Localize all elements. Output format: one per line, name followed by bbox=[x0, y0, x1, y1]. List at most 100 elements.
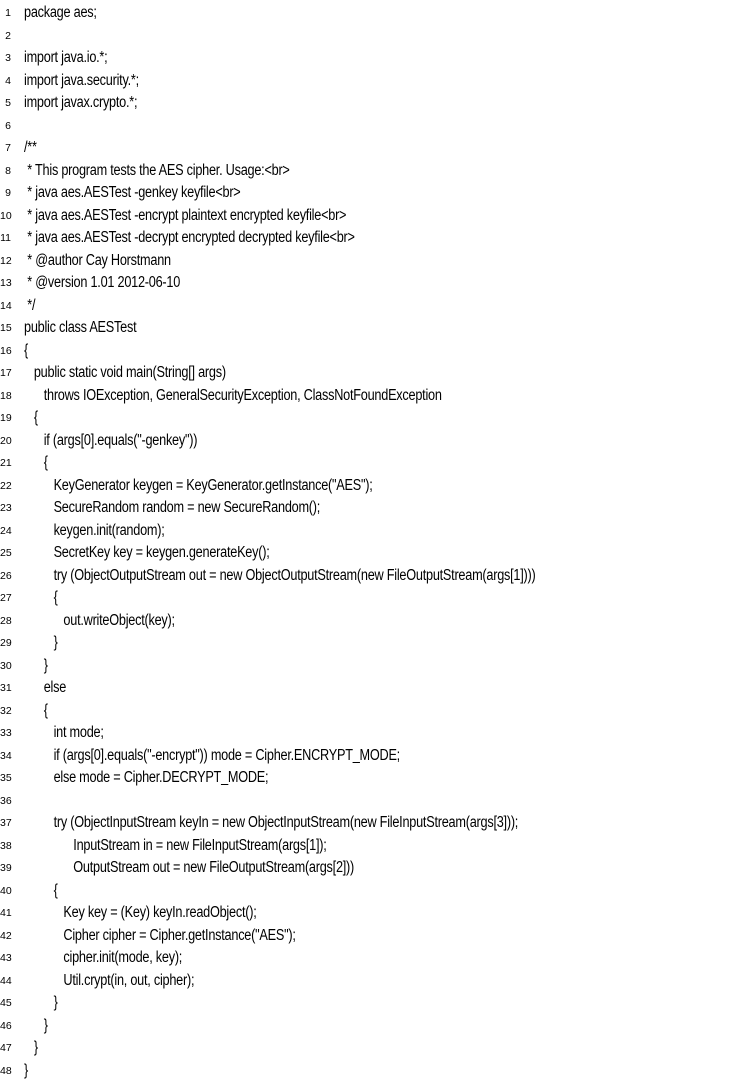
line-number: 30 bbox=[0, 659, 12, 672]
code-line-23: 23 SecureRandom random = new SecureRando… bbox=[0, 497, 737, 520]
line-number: 33 bbox=[0, 727, 12, 739]
line-text: { bbox=[24, 454, 48, 471]
line-text: cipher.init(mode, key); bbox=[24, 949, 183, 966]
line-text: } bbox=[24, 1061, 29, 1079]
code-line-40: 40 { bbox=[0, 880, 737, 903]
code-line-18: 18 throws IOException, GeneralSecurityEx… bbox=[0, 385, 737, 408]
line-number: 13 bbox=[0, 277, 12, 289]
line-number: 15 bbox=[0, 322, 12, 334]
line-number: 12 bbox=[0, 254, 12, 267]
line-number: 39 bbox=[0, 862, 12, 874]
line-text: OutputStream out = new FileOutputStream(… bbox=[24, 859, 355, 876]
line-text: { bbox=[24, 701, 48, 719]
code-line-44: 44 Util.crypt(in, out, cipher); bbox=[0, 970, 737, 993]
line-text: try (ObjectOutputStream out = new Object… bbox=[24, 566, 536, 584]
code-line-21: 21 { bbox=[0, 452, 737, 475]
line-number: 28 bbox=[0, 614, 12, 627]
code-line-14: 14 */ bbox=[0, 295, 737, 318]
code-line-41: 41 Key key = (Key) keyIn.readObject(); bbox=[0, 902, 737, 925]
line-number: 23 bbox=[0, 502, 12, 514]
line-number: 31 bbox=[0, 682, 12, 694]
code-line-24: 24 keygen.init(random); bbox=[0, 520, 737, 543]
line-text: */ bbox=[24, 296, 36, 314]
code-line-19: 19 { bbox=[0, 407, 737, 430]
line-text: * This program tests the AES cipher. Usa… bbox=[24, 161, 290, 179]
line-number: 26 bbox=[0, 569, 12, 582]
line-text: } bbox=[24, 1016, 48, 1034]
line-number: 42 bbox=[0, 929, 12, 942]
code-line-34: 34 if (args[0].equals("-encrypt")) mode … bbox=[0, 745, 737, 768]
line-number: 5 bbox=[5, 97, 11, 109]
line-number: 8 bbox=[5, 164, 11, 177]
code-line-22: 22 KeyGenerator keygen = KeyGenerator.ge… bbox=[0, 475, 737, 498]
line-text: else bbox=[24, 679, 67, 696]
code-line-10: 10 * java aes.AESTest -encrypt plaintext… bbox=[0, 205, 737, 228]
line-number: 6 bbox=[5, 119, 11, 132]
line-text: Util.crypt(in, out, cipher); bbox=[24, 971, 195, 989]
line-text: if (args[0].equals("-encrypt")) mode = C… bbox=[24, 746, 401, 764]
code-line-13: 13 * @version 1.01 2012-06-10 bbox=[0, 272, 737, 295]
line-number: 16 bbox=[0, 344, 12, 357]
line-number: 18 bbox=[0, 389, 12, 402]
code-line-12: 12 * @author Cay Horstmann bbox=[0, 250, 737, 273]
line-number: 43 bbox=[0, 952, 12, 964]
line-number: 48 bbox=[0, 1064, 12, 1077]
line-text: /** bbox=[24, 139, 37, 156]
code-line-29: 29 } bbox=[0, 632, 737, 655]
line-text: } bbox=[24, 634, 58, 651]
code-line-25: 25 SecretKey key = keygen.generateKey(); bbox=[0, 542, 737, 565]
line-number: 41 bbox=[0, 907, 12, 919]
line-text: import java.security.*; bbox=[24, 71, 139, 89]
line-text: SecretKey key = keygen.generateKey(); bbox=[24, 544, 270, 561]
code-line-9: 9 * java aes.AESTest -genkey keyfile<br> bbox=[0, 182, 737, 205]
line-text: * @author Cay Horstmann bbox=[24, 251, 171, 269]
line-text: { bbox=[24, 881, 58, 899]
line-number: 3 bbox=[5, 52, 11, 64]
code-line-38: 38 InputStream in = new FileInputStream(… bbox=[0, 835, 737, 858]
code-line-32: 32 { bbox=[0, 700, 737, 723]
line-text: InputStream in = new FileInputStream(arg… bbox=[24, 836, 327, 854]
line-text: keygen.init(random); bbox=[24, 521, 165, 539]
code-line-8: 8 * This program tests the AES cipher. U… bbox=[0, 160, 737, 183]
line-text: * java aes.AESTest -genkey keyfile<br> bbox=[24, 184, 241, 201]
code-line-27: 27 { bbox=[0, 587, 737, 610]
line-number: 27 bbox=[0, 592, 12, 604]
line-text: else mode = Cipher.DECRYPT_MODE; bbox=[24, 769, 269, 786]
line-number: 9 bbox=[5, 187, 11, 199]
line-text: int mode; bbox=[24, 724, 104, 741]
line-text: Cipher cipher = Cipher.getInstance("AES"… bbox=[24, 926, 296, 944]
code-line-42: 42 Cipher cipher = Cipher.getInstance("A… bbox=[0, 925, 737, 948]
line-number: 19 bbox=[0, 412, 12, 424]
line-number: 21 bbox=[0, 457, 12, 469]
line-number: 32 bbox=[0, 704, 12, 717]
line-number: 40 bbox=[0, 884, 12, 897]
code-line-45: 45 } bbox=[0, 992, 737, 1015]
line-text: out.writeObject(key); bbox=[24, 611, 175, 629]
line-text: public class AESTest bbox=[24, 319, 137, 336]
line-text: import java.io.*; bbox=[24, 49, 108, 66]
line-number: 14 bbox=[0, 299, 12, 312]
line-text: * java aes.AESTest -encrypt plaintext en… bbox=[24, 206, 347, 224]
line-number: 1 bbox=[5, 7, 11, 19]
line-text: { bbox=[24, 589, 58, 606]
line-text: { bbox=[24, 341, 29, 359]
line-number: 47 bbox=[0, 1042, 12, 1054]
code-line-3: 3 import java.io.*; bbox=[0, 47, 737, 70]
line-number: 22 bbox=[0, 479, 12, 492]
line-number: 35 bbox=[0, 772, 12, 784]
line-text: if (args[0].equals("-genkey")) bbox=[24, 431, 198, 449]
line-number: 2 bbox=[5, 29, 11, 42]
code-line-48: 48} bbox=[0, 1060, 737, 1082]
line-text: SecureRandom random = new SecureRandom()… bbox=[24, 499, 321, 516]
code-line-46: 46 } bbox=[0, 1015, 737, 1038]
code-line-11: 11 * java aes.AESTest -decrypt encrypted… bbox=[0, 227, 737, 250]
line-number: 36 bbox=[0, 794, 12, 807]
code-line-26: 26 try (ObjectOutputStream out = new Obj… bbox=[0, 565, 737, 588]
line-number: 29 bbox=[0, 637, 12, 649]
line-text: public static void main(String[] args) bbox=[24, 364, 226, 381]
code-line-39: 39 OutputStream out = new FileOutputStre… bbox=[0, 857, 737, 880]
line-text: KeyGenerator keygen = KeyGenerator.getIn… bbox=[24, 476, 373, 494]
